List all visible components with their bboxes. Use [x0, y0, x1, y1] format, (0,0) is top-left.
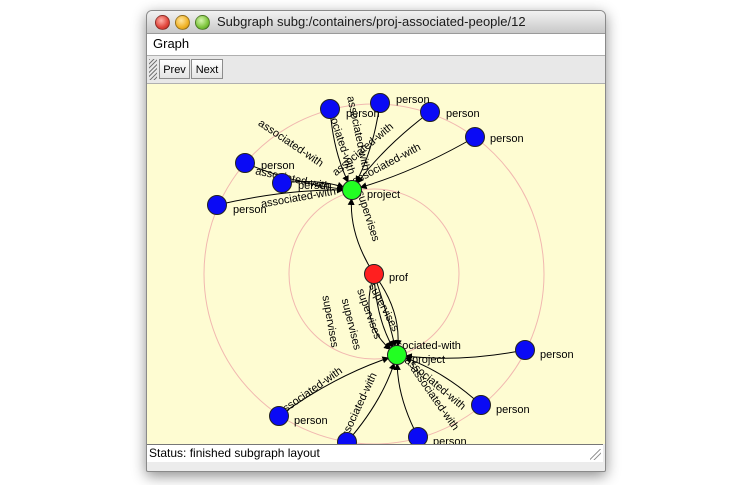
node-label-person: person: [346, 108, 380, 120]
edge-person-associated-with-project-top: [356, 111, 431, 184]
node-label-person: person: [446, 108, 480, 120]
node-prof[interactable]: [364, 264, 384, 284]
layout-ring-inner: [288, 188, 460, 360]
next-button[interactable]: Next: [191, 59, 223, 79]
node-label-person: person: [298, 180, 332, 192]
zoom-window-button[interactable]: [195, 15, 210, 30]
node-person[interactable]: [515, 340, 535, 360]
node-label-person: person: [261, 160, 295, 172]
graph-svg[interactable]: supervisessupervisessupervisessupervises…: [147, 84, 605, 444]
node-label-person: person: [540, 349, 574, 361]
status-text: Status: finished subgraph layout: [149, 446, 320, 460]
node-label-prof: prof: [389, 272, 409, 284]
node-label-project: project: [412, 354, 445, 366]
node-label-person: person: [490, 133, 524, 145]
edge-label-supervises: supervises: [319, 295, 340, 349]
node-person[interactable]: [370, 93, 390, 113]
node-person[interactable]: [471, 395, 491, 415]
node-label-person: person: [396, 94, 430, 106]
subgraph-window: Subgraph subg:/containers/proj-associate…: [146, 10, 606, 472]
node-person[interactable]: [320, 99, 340, 119]
window-title: Subgraph subg:/containers/proj-associate…: [217, 14, 526, 29]
close-window-button[interactable]: [155, 15, 170, 30]
node-project-bottom[interactable]: [387, 345, 407, 365]
edge-person-associated-with-project-bottom: [404, 349, 526, 361]
node-person[interactable]: [408, 427, 428, 445]
prev-button[interactable]: Prev: [159, 59, 190, 79]
node-person[interactable]: [337, 432, 357, 445]
node-person[interactable]: [269, 406, 289, 426]
node-label-person: person: [433, 436, 467, 444]
node-label-person: person: [496, 404, 530, 416]
menu-bar: Graph: [147, 34, 605, 56]
edge-person-associated-with-project-top: [216, 186, 344, 206]
toolbar: Prev Next: [147, 56, 605, 84]
minimize-window-button[interactable]: [175, 15, 190, 30]
toolbar-grip-handle[interactable]: [149, 59, 157, 80]
menu-graph[interactable]: Graph: [153, 36, 190, 51]
node-person[interactable]: [272, 173, 292, 193]
node-label-person: person: [362, 441, 396, 444]
edge-person-associated-with-project-top: [359, 136, 476, 190]
node-person[interactable]: [235, 153, 255, 173]
node-label-person: person: [294, 415, 328, 427]
node-person[interactable]: [465, 127, 485, 147]
title-bar[interactable]: Subgraph subg:/containers/proj-associate…: [147, 11, 605, 34]
edge-person-associated-with-project-top: [244, 162, 345, 192]
edge-person-associated-with-project-bottom: [346, 362, 396, 443]
status-bar: Status: finished subgraph layout: [147, 444, 603, 462]
node-project-top[interactable]: [342, 180, 362, 200]
node-label-person: person: [233, 204, 267, 216]
node-label-project: project: [367, 189, 400, 201]
node-person[interactable]: [420, 102, 440, 122]
edge-person-associated-with-project-bottom: [278, 356, 390, 417]
resize-grip-icon[interactable]: [590, 449, 601, 460]
node-person[interactable]: [207, 195, 227, 215]
